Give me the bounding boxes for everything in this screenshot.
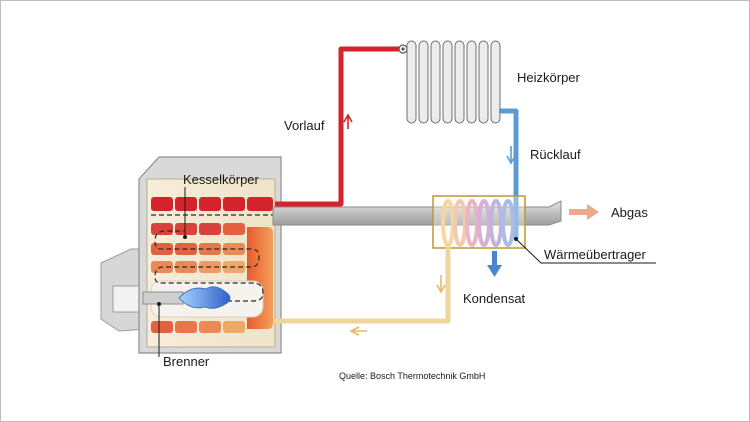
supply-pipe — [275, 46, 401, 207]
label-brenner: Brenner — [163, 354, 210, 369]
cold-return-left-arrow-icon — [349, 326, 367, 336]
label-kesselkoerper: Kesselkörper — [183, 172, 260, 187]
condensate-arrow-icon — [487, 251, 502, 277]
cold-return-down-arrow-icon — [436, 275, 446, 294]
label-waermeuebertrager: Wärmeübertrager — [544, 247, 647, 262]
label-ruecklauf: Rücklauf — [530, 147, 581, 162]
boiler-body — [150, 197, 273, 333]
waermeuebertrager-leader — [515, 238, 656, 264]
exhaust-arrow-icon — [569, 204, 599, 220]
supply-flow-arrow-icon — [343, 113, 353, 129]
cold-return-pipe — [273, 245, 451, 324]
return-flow-arrow-icon — [506, 146, 516, 165]
heat-exchanger — [432, 195, 526, 249]
label-kondensat: Kondensat — [463, 291, 526, 306]
flue-gas-path — [154, 230, 264, 302]
label-abgas: Abgas — [611, 205, 648, 220]
burner-housing — [100, 248, 148, 332]
radiator — [406, 40, 501, 124]
source-caption: Quelle: Bosch Thermotechnik GmbH — [339, 371, 485, 381]
label-vorlauf: Vorlauf — [284, 118, 325, 133]
burner — [142, 286, 231, 309]
label-heizkoerper: Heizkörper — [517, 70, 581, 85]
